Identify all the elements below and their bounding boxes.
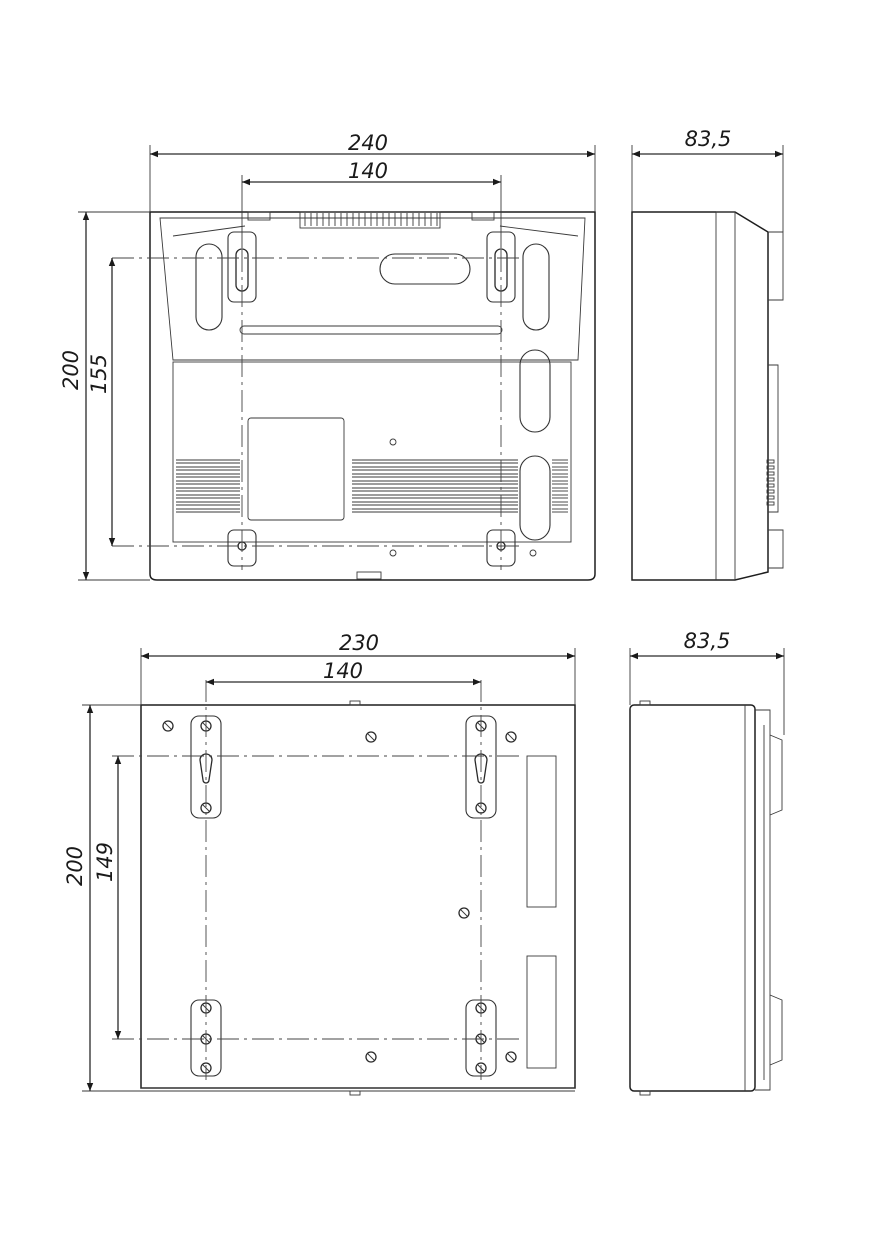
bottom-front-dimensions: 230 140 200 149	[63, 631, 576, 1092]
bottom-side-view	[629, 700, 783, 1096]
dim-mount-height-149: 149	[93, 842, 117, 882]
top-vents	[299, 211, 441, 229]
dim-depth-83-5-top: 83,5	[685, 127, 732, 151]
top-front-dimensions: 240 140 200 155	[59, 131, 596, 581]
dim-mount-height-155: 155	[87, 354, 111, 394]
dim-mount-spacing-140-bottom: 140	[323, 659, 363, 683]
top-front-view	[112, 211, 596, 581]
bottom-front-view	[112, 680, 576, 1096]
dim-depth-83-5-bottom: 83,5	[684, 629, 731, 653]
dim-height-200: 200	[59, 350, 83, 390]
dim-width-240: 240	[348, 131, 388, 155]
dim-mount-spacing-140: 140	[348, 159, 388, 183]
dim-height-200-bottom: 200	[63, 846, 87, 886]
top-side-view	[631, 211, 784, 581]
dim-width-230: 230	[339, 631, 379, 655]
top-side-dimensions: 83,5	[631, 127, 784, 232]
bottom-side-dimensions: 83,5	[629, 629, 785, 735]
